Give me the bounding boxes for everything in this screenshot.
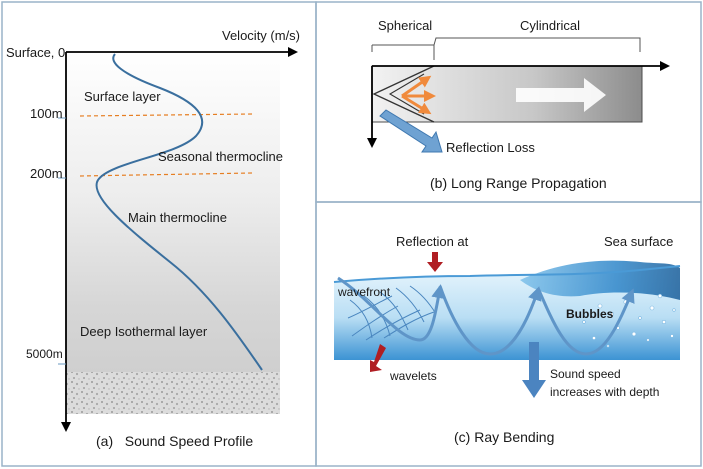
depth-label-100m: 100m — [30, 106, 63, 121]
main-thermocline-label: Main thermocline — [128, 210, 227, 225]
seabed-gravel — [66, 372, 280, 414]
spherical-wavefront-inner — [388, 73, 425, 115]
surface-label: Surface, 0 — [6, 45, 65, 60]
spherical-label: Spherical — [378, 18, 432, 33]
ray-1 — [337, 276, 446, 342]
depth-label-200m: 200m — [30, 166, 63, 181]
cylindrical-spread-arrow — [516, 78, 606, 112]
reflection-loss-arrow — [379, 109, 443, 153]
panel-b: Spherical Cylindrical Reflection Loss (b… — [367, 18, 670, 191]
panel-a-caption: (a) Sound Speed Profile — [96, 433, 253, 449]
cylindrical-bracket — [433, 37, 641, 52]
thermocline-line-100 — [79, 113, 253, 117]
wavelets-marker — [370, 344, 386, 372]
orange-arrow-down — [401, 94, 432, 115]
reflection-at-label: Reflection at — [396, 234, 469, 249]
deep-isothermal-label: Deep Isothermal layer — [80, 324, 208, 339]
panel-b-caption: (b) Long Range Propagation — [430, 175, 607, 191]
panel-c-border — [315, 201, 702, 467]
panel-a: Velocity (m/s) Surface, 0 100m 200m 5000… — [6, 28, 300, 449]
ray-3 — [536, 287, 635, 356]
surface-layer-label: Surface layer — [84, 89, 161, 104]
reflection-point-marker — [427, 252, 443, 272]
water-column — [66, 52, 280, 372]
wavefront-label: wavefront — [337, 285, 391, 299]
panel-c: Reflection at Sea surface wavefront Bubb… — [333, 234, 681, 445]
spherical-bracket — [371, 44, 435, 60]
depth-label-5000m: 5000m — [26, 347, 63, 361]
thermocline-line-200 — [79, 172, 253, 177]
spherical-wavefront-outer — [372, 65, 435, 123]
sound-speed-profile-curve — [95, 53, 263, 371]
sound-speed-label-line1: Sound speed — [550, 367, 621, 381]
panel-c-caption: (c) Ray Bending — [454, 429, 554, 445]
seasonal-thermocline-label: Seasonal thermocline — [158, 149, 283, 164]
sound-speed-depth-arrow — [522, 342, 546, 398]
sound-speed-label-line2: increases with depth — [550, 385, 659, 399]
reflection-loss-label: Reflection Loss — [446, 140, 535, 155]
sea-surface-label: Sea surface — [604, 234, 673, 249]
bubbles-label: Bubbles — [566, 307, 614, 321]
cylindrical-label: Cylindrical — [520, 18, 580, 33]
orange-arrow-up — [401, 75, 432, 98]
surface-line — [333, 265, 681, 283]
ray-2 — [438, 285, 542, 356]
velocity-axis-label: Velocity (m/s) — [222, 28, 300, 43]
wavelets-label: wavelets — [389, 369, 437, 383]
